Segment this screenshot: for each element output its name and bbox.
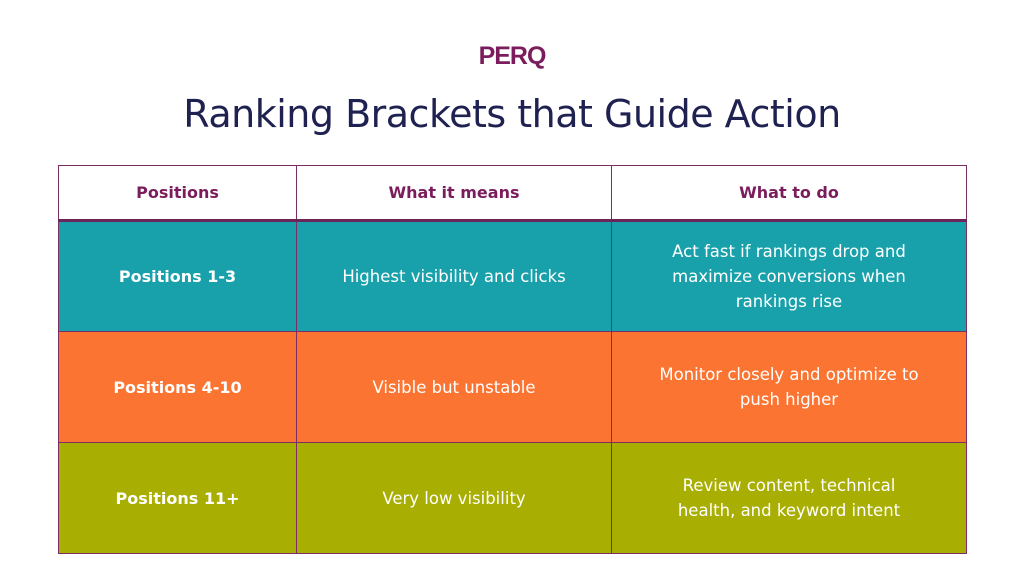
table-row: Positions 1-3 Highest visibility and cli…: [58, 220, 967, 332]
ranking-brackets-table: Positions What it means What to do Posit…: [58, 165, 967, 554]
column-header-positions: Positions: [58, 165, 297, 222]
column-header-what-it-means: What it means: [296, 165, 612, 222]
position-cell: Positions 1-3: [58, 220, 297, 332]
table-header-row: Positions What it means What to do: [58, 165, 967, 222]
position-cell: Positions 4-10: [58, 331, 297, 443]
page-title: Ranking Brackets that Guide Action: [183, 92, 841, 136]
meaning-cell: Highest visibility and clicks: [296, 220, 612, 332]
column-header-what-to-do: What to do: [611, 165, 967, 222]
action-cell: Act fast if rankings drop and maximize c…: [611, 220, 967, 332]
perq-logo: PERQ: [478, 42, 547, 70]
table-row: Positions 4-10 Visible but unstable Moni…: [58, 331, 967, 443]
action-cell: Monitor closely and optimize to push hig…: [611, 331, 967, 443]
meaning-cell: Visible but unstable: [296, 331, 612, 443]
position-cell: Positions 11+: [58, 442, 297, 554]
action-cell: Review content, technical health, and ke…: [611, 442, 967, 554]
table-row: Positions 11+ Very low visibility Review…: [58, 442, 967, 554]
meaning-cell: Very low visibility: [296, 442, 612, 554]
